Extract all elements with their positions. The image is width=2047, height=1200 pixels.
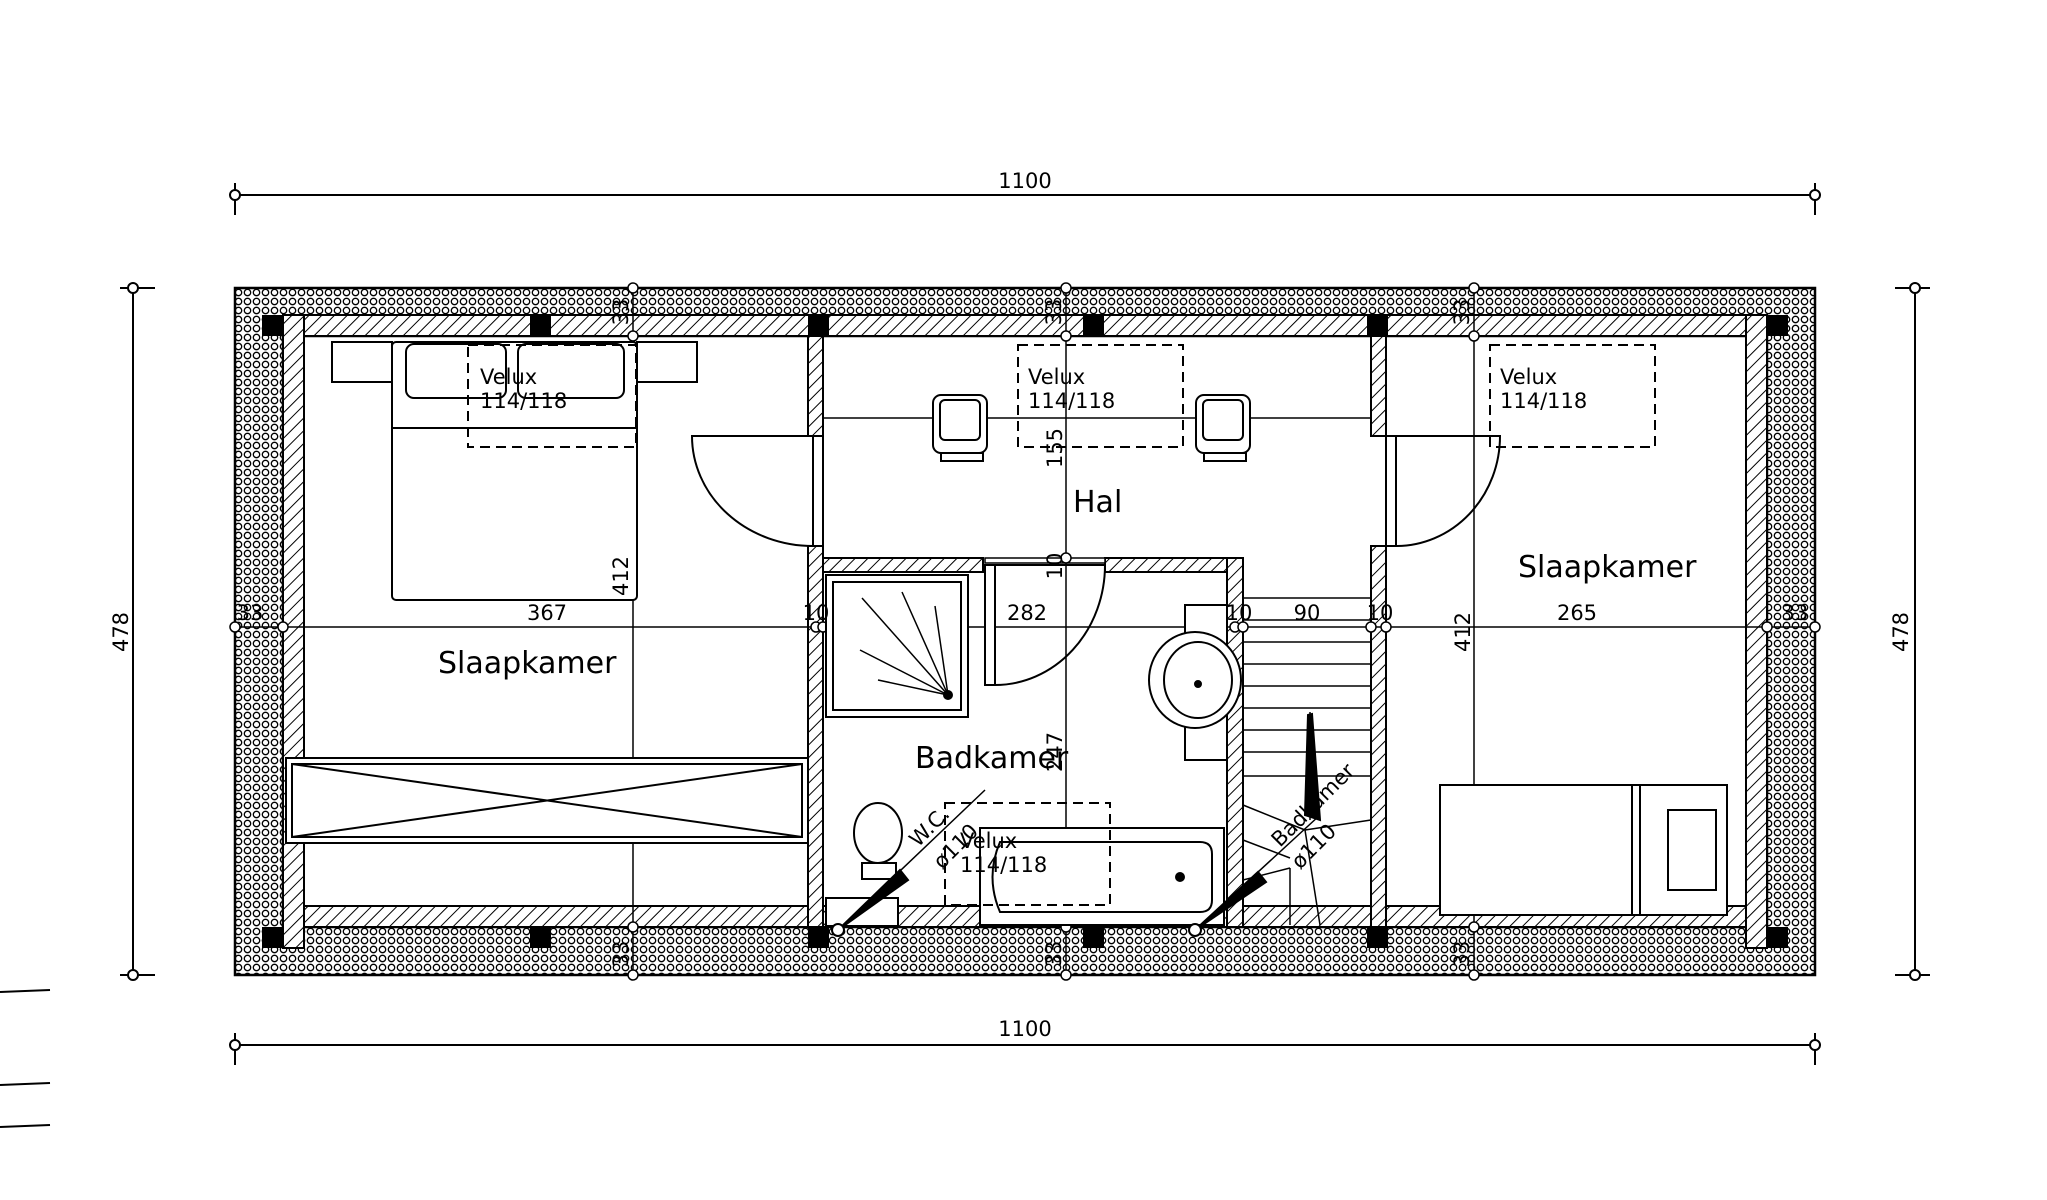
skylight-4 xyxy=(944,802,1111,906)
dim-wall-top-2: 33 xyxy=(1042,299,1066,326)
dim-partition-1: 10 xyxy=(803,601,830,625)
dim-wall-right: 33 xyxy=(1782,601,1809,625)
skylight-4-brand: Velux xyxy=(960,829,1017,853)
room-label-bedroom-right: Slaapkamer xyxy=(1518,550,1697,585)
single-bed xyxy=(1439,784,1728,916)
skylight-4-size: 114/118 xyxy=(960,853,1047,877)
skylight-2-size: 114/118 xyxy=(1028,389,1115,413)
sink xyxy=(1148,604,1242,761)
dim-bedroom-right-depth: 412 xyxy=(1451,612,1475,652)
drain-bath xyxy=(1188,712,1322,937)
walls xyxy=(233,286,1817,977)
room-labels: Slaapkamer Slaapkamer Hal Badkamer xyxy=(438,485,1697,776)
dim-bedroom-left-width: 367 xyxy=(527,601,567,625)
dim-wall-left: 33 xyxy=(237,601,264,625)
skylight-1 xyxy=(467,344,637,448)
room-label-hall: Hal xyxy=(1073,485,1122,520)
door-bathroom xyxy=(984,564,1107,686)
skylight-1-size: 114/118 xyxy=(480,389,567,413)
doors xyxy=(690,435,1502,686)
door-bedroom-right xyxy=(1385,435,1502,547)
hall-chair-right xyxy=(1195,394,1251,462)
dim-wall-bottom-1: 33 xyxy=(609,941,633,968)
skylight-3-size: 114/118 xyxy=(1500,389,1587,413)
partition-left xyxy=(807,335,824,437)
skylight-1-brand: Velux xyxy=(480,365,537,389)
dim-wall-top-1: 33 xyxy=(609,299,633,326)
partition-bath-top xyxy=(822,557,984,573)
room-label-bedroom-left: Slaapkamer xyxy=(438,646,617,681)
dim-bath-depth: 247 xyxy=(1043,732,1067,772)
dim-bath-width: 282 xyxy=(1007,601,1047,625)
dim-hall-depth: 155 xyxy=(1043,428,1067,468)
axis-lines xyxy=(229,282,1821,981)
dim-partition-2: 10 xyxy=(1226,601,1253,625)
dim-wall-top-3: 33 xyxy=(1450,299,1474,326)
dim-left-height: 478 xyxy=(109,612,133,652)
skylights xyxy=(467,344,1656,906)
dim-wall-bottom-2: 33 xyxy=(1042,941,1066,968)
dim-bedroom-left-depth: 412 xyxy=(609,556,633,596)
skylight-3-brand: Velux xyxy=(1500,365,1557,389)
drain-wc xyxy=(831,789,986,937)
toilet xyxy=(825,802,903,927)
dim-bedroom-right-width: 265 xyxy=(1557,601,1597,625)
hall-chair-left xyxy=(932,394,988,462)
skylight-2 xyxy=(1017,344,1184,448)
dim-right-height: 478 xyxy=(1889,612,1913,652)
skylight-3 xyxy=(1489,344,1656,448)
shower xyxy=(825,574,969,718)
staircase xyxy=(1242,597,1372,926)
double-bed xyxy=(331,341,698,601)
bathtub xyxy=(979,827,1225,926)
dim-bath-partition: 10 xyxy=(1043,553,1067,580)
door-bedroom-left xyxy=(690,435,824,547)
dim-wall-bottom-3: 33 xyxy=(1450,941,1474,968)
wardrobe xyxy=(285,757,809,844)
dim-bottom-width: 1100 xyxy=(998,1017,1051,1041)
dim-stair-width: 90 xyxy=(1294,601,1321,625)
dim-top-width: 1100 xyxy=(998,169,1051,193)
skylight-2-brand: Velux xyxy=(1028,365,1085,389)
dimension-lines xyxy=(0,183,1930,1128)
dimension-labels: 1100 1100 478 478 367 282 90 265 33 33 1… xyxy=(109,169,1913,1041)
room-label-bathroom: Badkamer xyxy=(915,741,1069,776)
dim-partition-3: 10 xyxy=(1367,601,1394,625)
partition-right xyxy=(1370,335,1387,437)
skylight-labels: Velux 114/118 Velux 114/118 Velux 114/11… xyxy=(480,365,1587,877)
furniture xyxy=(285,341,1728,937)
